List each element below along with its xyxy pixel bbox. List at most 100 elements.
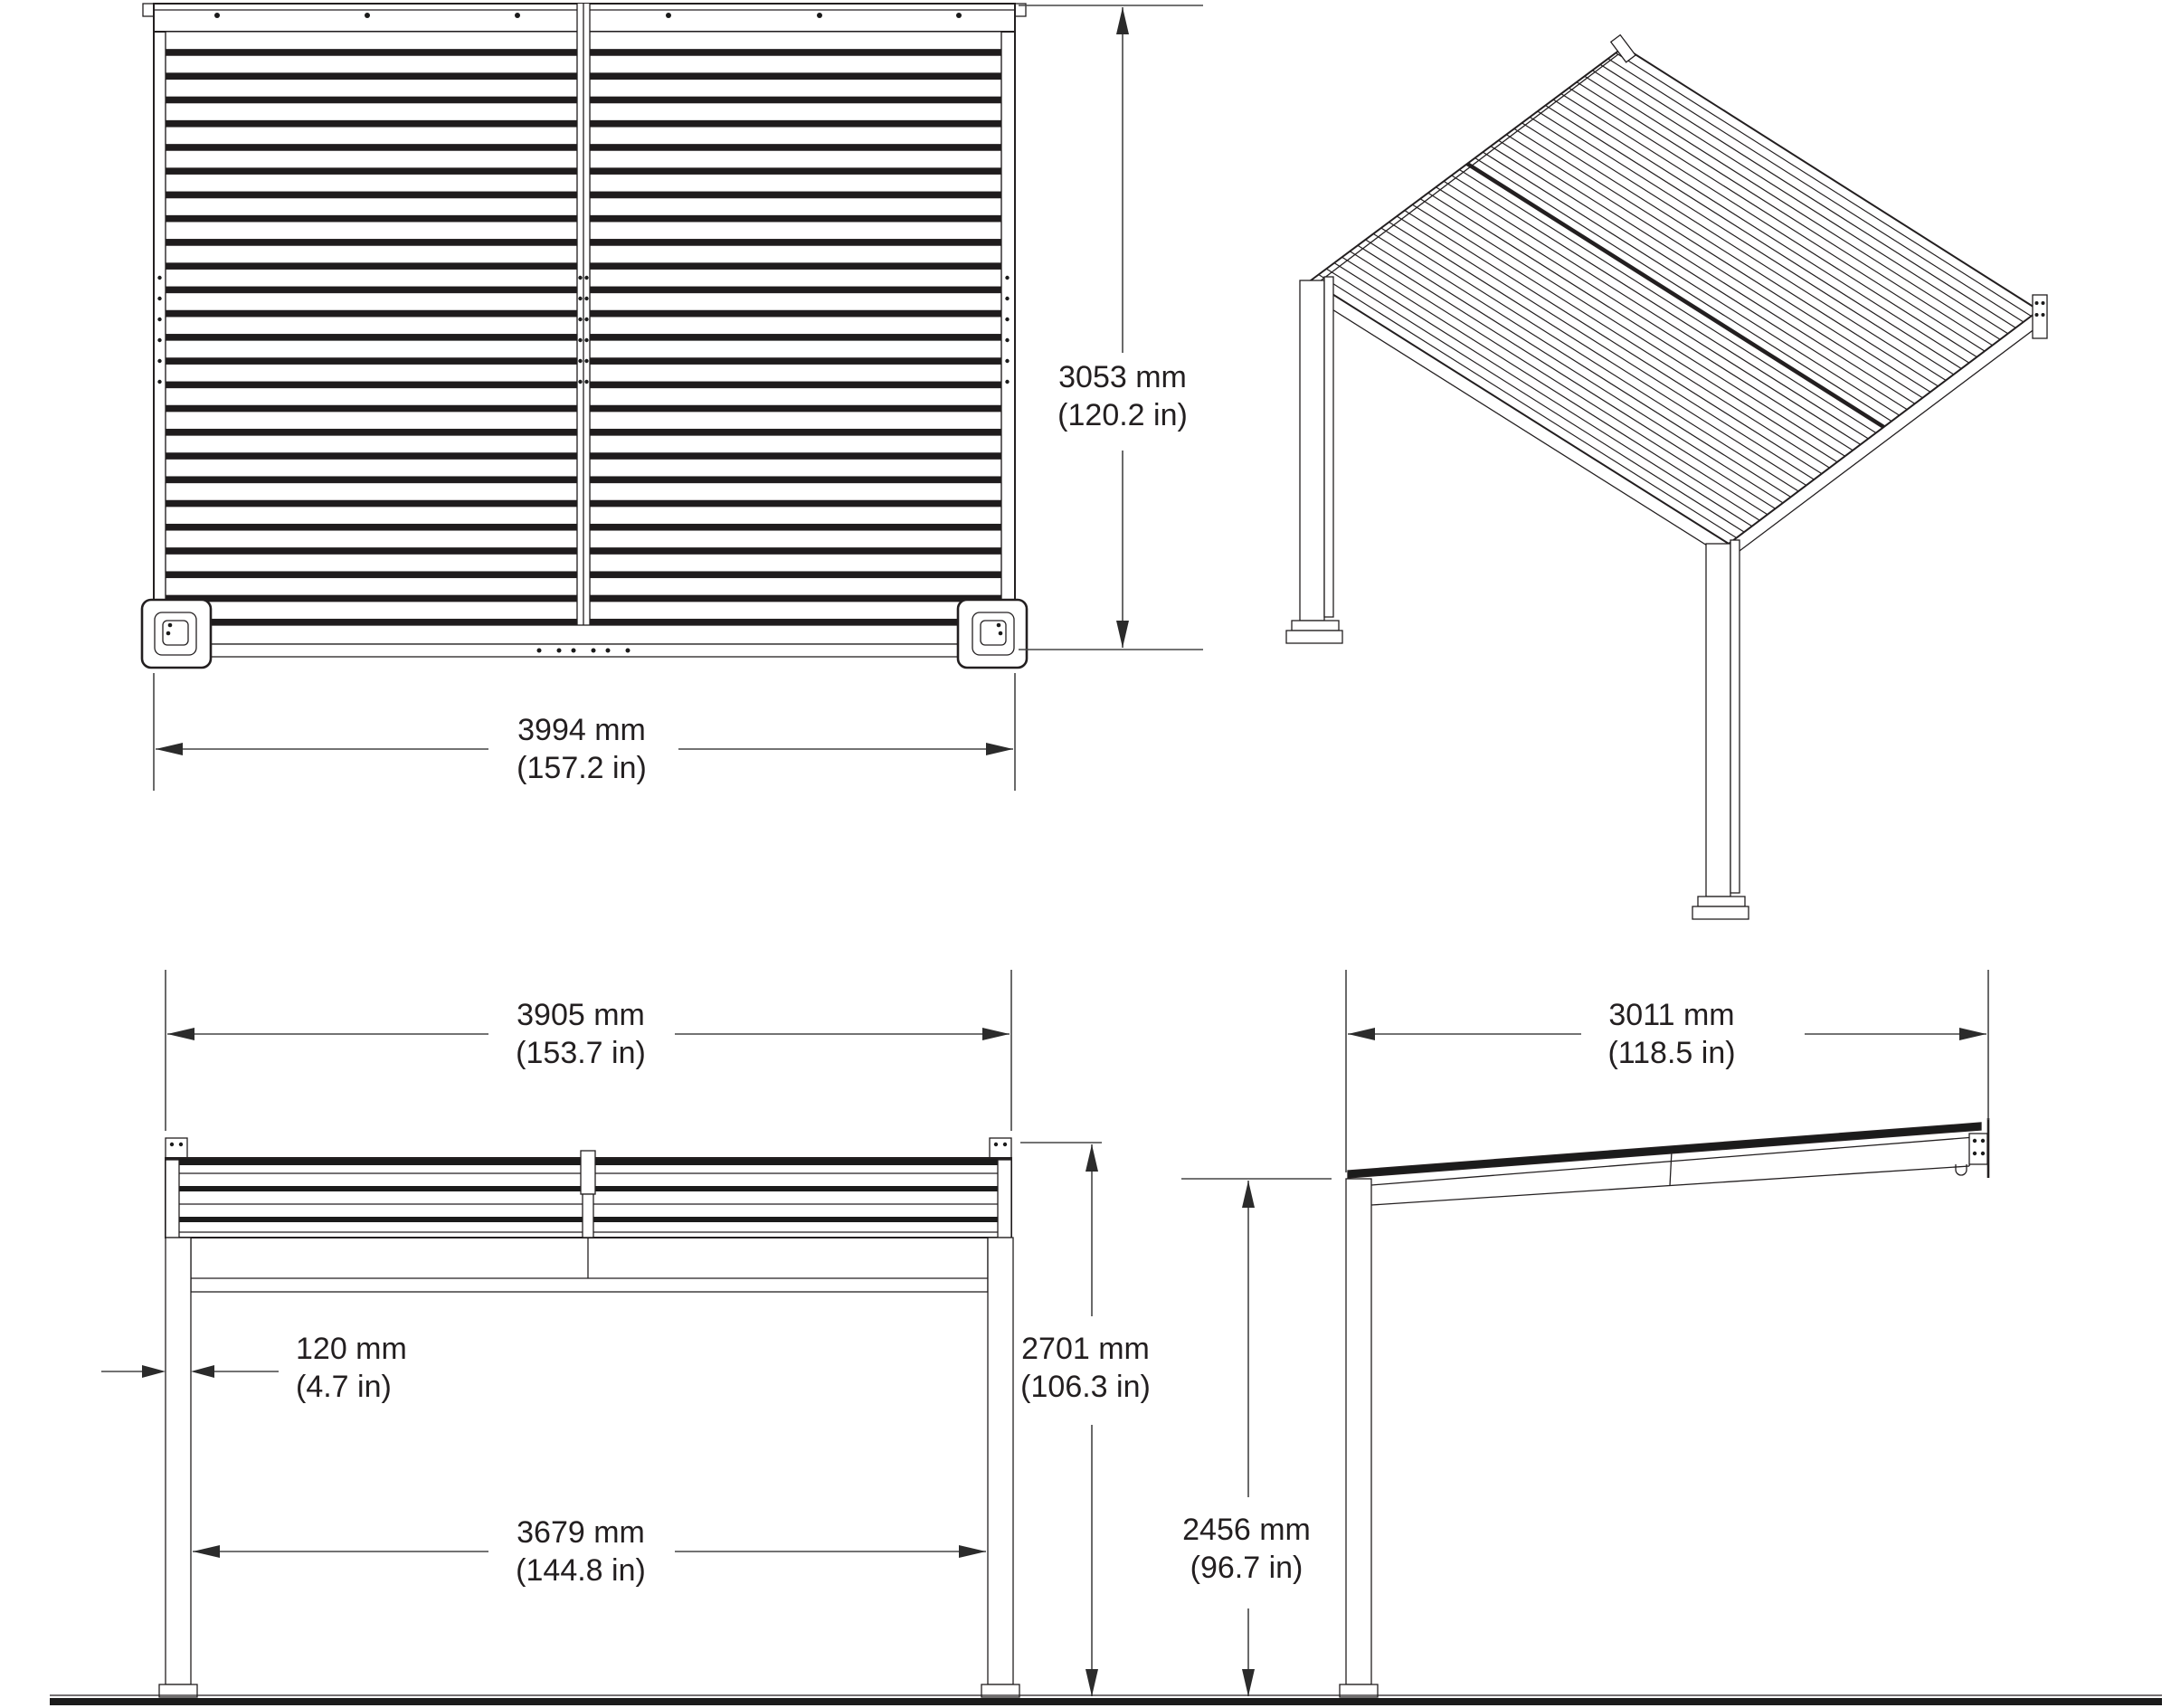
louver-gap — [166, 452, 577, 460]
iso-louver-line — [1584, 75, 2001, 340]
bolt-dot — [2041, 301, 2045, 305]
arrow-down-icon — [1116, 621, 1129, 648]
pivot-dot — [157, 317, 162, 322]
louver-gap — [166, 167, 577, 175]
louver-slat — [165, 601, 578, 621]
iso-louver-line — [1365, 239, 1784, 504]
side-beam-seam — [1669, 1150, 1673, 1187]
pivot-dot — [584, 275, 589, 280]
iso-near-post-base-top — [1697, 896, 1746, 907]
dim-label-mm: 120 mm — [296, 1332, 407, 1366]
arrow-left-icon — [1348, 1028, 1375, 1040]
louver-gap — [166, 310, 577, 317]
iso-louver-line — [1389, 221, 1807, 487]
louver-gap — [590, 239, 1001, 246]
iso-louver-line — [1522, 122, 1939, 387]
iso-near-post-base-plate — [1692, 906, 1749, 920]
dim-label-in: (118.5 in) — [1607, 1036, 1735, 1070]
louver-slat — [589, 553, 1002, 573]
arrow-right-icon — [982, 1028, 1010, 1040]
screw-dot — [591, 648, 596, 653]
side-roof-top-chord — [1348, 1123, 1981, 1178]
iso-louver-line — [1357, 244, 1776, 509]
louver-slat — [589, 482, 1002, 501]
screw-dot — [167, 622, 173, 628]
dimension-post-width: 120 mm (4.7 in) — [101, 1332, 407, 1404]
side-post-base — [1339, 1684, 1379, 1698]
iso-louver-line — [1436, 186, 1853, 451]
dimension-clear-span: 3679 mm (144.8 in) — [193, 1515, 986, 1588]
pivot-dot — [1005, 337, 1010, 343]
louver-slat — [589, 126, 1002, 146]
iso-louver-line — [1396, 215, 1815, 480]
arrow-right-icon — [1959, 1028, 1986, 1040]
side-gutter-hook — [1955, 1164, 1967, 1176]
pivot-dot — [584, 296, 589, 301]
side-post — [1345, 1178, 1372, 1685]
louver-slat — [165, 529, 578, 549]
screw-dot — [169, 1142, 175, 1147]
pivot-dot — [578, 296, 583, 301]
louver-gap — [590, 287, 1001, 293]
screw-dot — [956, 13, 962, 18]
plan-pivot-screws — [157, 275, 1010, 384]
louver-gap — [166, 477, 577, 483]
louver-slat — [589, 529, 1002, 549]
plan-right-foot — [956, 598, 1029, 669]
iso-louver-line — [1427, 192, 1845, 457]
dim-label-in: (120.2 in) — [1057, 398, 1188, 432]
ground-band — [50, 1698, 2162, 1705]
screw-dot — [515, 13, 520, 18]
iso-louver-line — [1615, 52, 2032, 317]
louver-slat — [165, 363, 578, 383]
iso-wall-bracket-plate — [2032, 294, 2048, 339]
iso-left-post-base-plate — [1285, 630, 1343, 644]
louver-gap — [166, 120, 577, 127]
arrow-left-icon — [167, 1028, 194, 1040]
dimension-side-depth: 3011 mm (118.5 in) — [1345, 970, 1989, 1172]
bolt-dot — [1980, 1151, 1986, 1156]
louver-slat — [165, 149, 578, 169]
iso-louver-line — [1537, 110, 1955, 375]
louver-slat — [589, 197, 1002, 216]
plan-louver-slats — [165, 31, 1002, 625]
louver-gap — [590, 429, 1001, 436]
plan-bottom-strip — [195, 643, 959, 658]
louver-slat — [589, 387, 1002, 406]
louver-gap — [590, 49, 1001, 56]
iso-near-post — [1692, 539, 1749, 920]
iso-wall-bracket-far — [1609, 33, 1636, 63]
front-elevation-view — [158, 1137, 1020, 1698]
front-roof-right-tab — [989, 1137, 1012, 1161]
dim-label-mm: 3011 mm — [1608, 998, 1734, 1032]
louver-slat — [165, 244, 578, 264]
iso-louver-slats — [1318, 52, 2032, 539]
iso-left-post-base-top — [1291, 620, 1340, 631]
arrow-right-icon — [959, 1545, 986, 1558]
louver-slat — [165, 197, 578, 216]
louver-gap — [166, 144, 577, 151]
louver-slat — [589, 244, 1002, 264]
iso-left-edge-inner — [1315, 53, 1619, 285]
iso-near-post-side-face — [1730, 539, 1740, 894]
louver-gap — [166, 215, 577, 222]
arrow-up-icon — [1086, 1144, 1098, 1172]
iso-left-post — [1285, 276, 1343, 644]
iso-louver-line — [1325, 268, 1745, 533]
screw-dot — [998, 631, 1003, 636]
louver-gap — [590, 262, 1001, 270]
louver-slat — [165, 173, 578, 193]
iso-louver-line — [1482, 151, 1901, 416]
pivot-dot — [157, 358, 162, 364]
screw-dot — [996, 622, 1001, 628]
dim-label-in: (153.7 in) — [516, 1036, 646, 1070]
dimension-front-height: 2701 mm (106.3 in) — [1020, 1142, 1151, 1696]
louver-slat — [589, 434, 1002, 454]
louver-slat — [165, 102, 578, 121]
dim-label-mm: 2456 mm — [1182, 1513, 1311, 1547]
iso-center-rail — [1465, 162, 1885, 429]
front-left-post-base — [158, 1684, 198, 1698]
louver-gap — [166, 572, 577, 578]
louver-slat — [589, 149, 1002, 169]
